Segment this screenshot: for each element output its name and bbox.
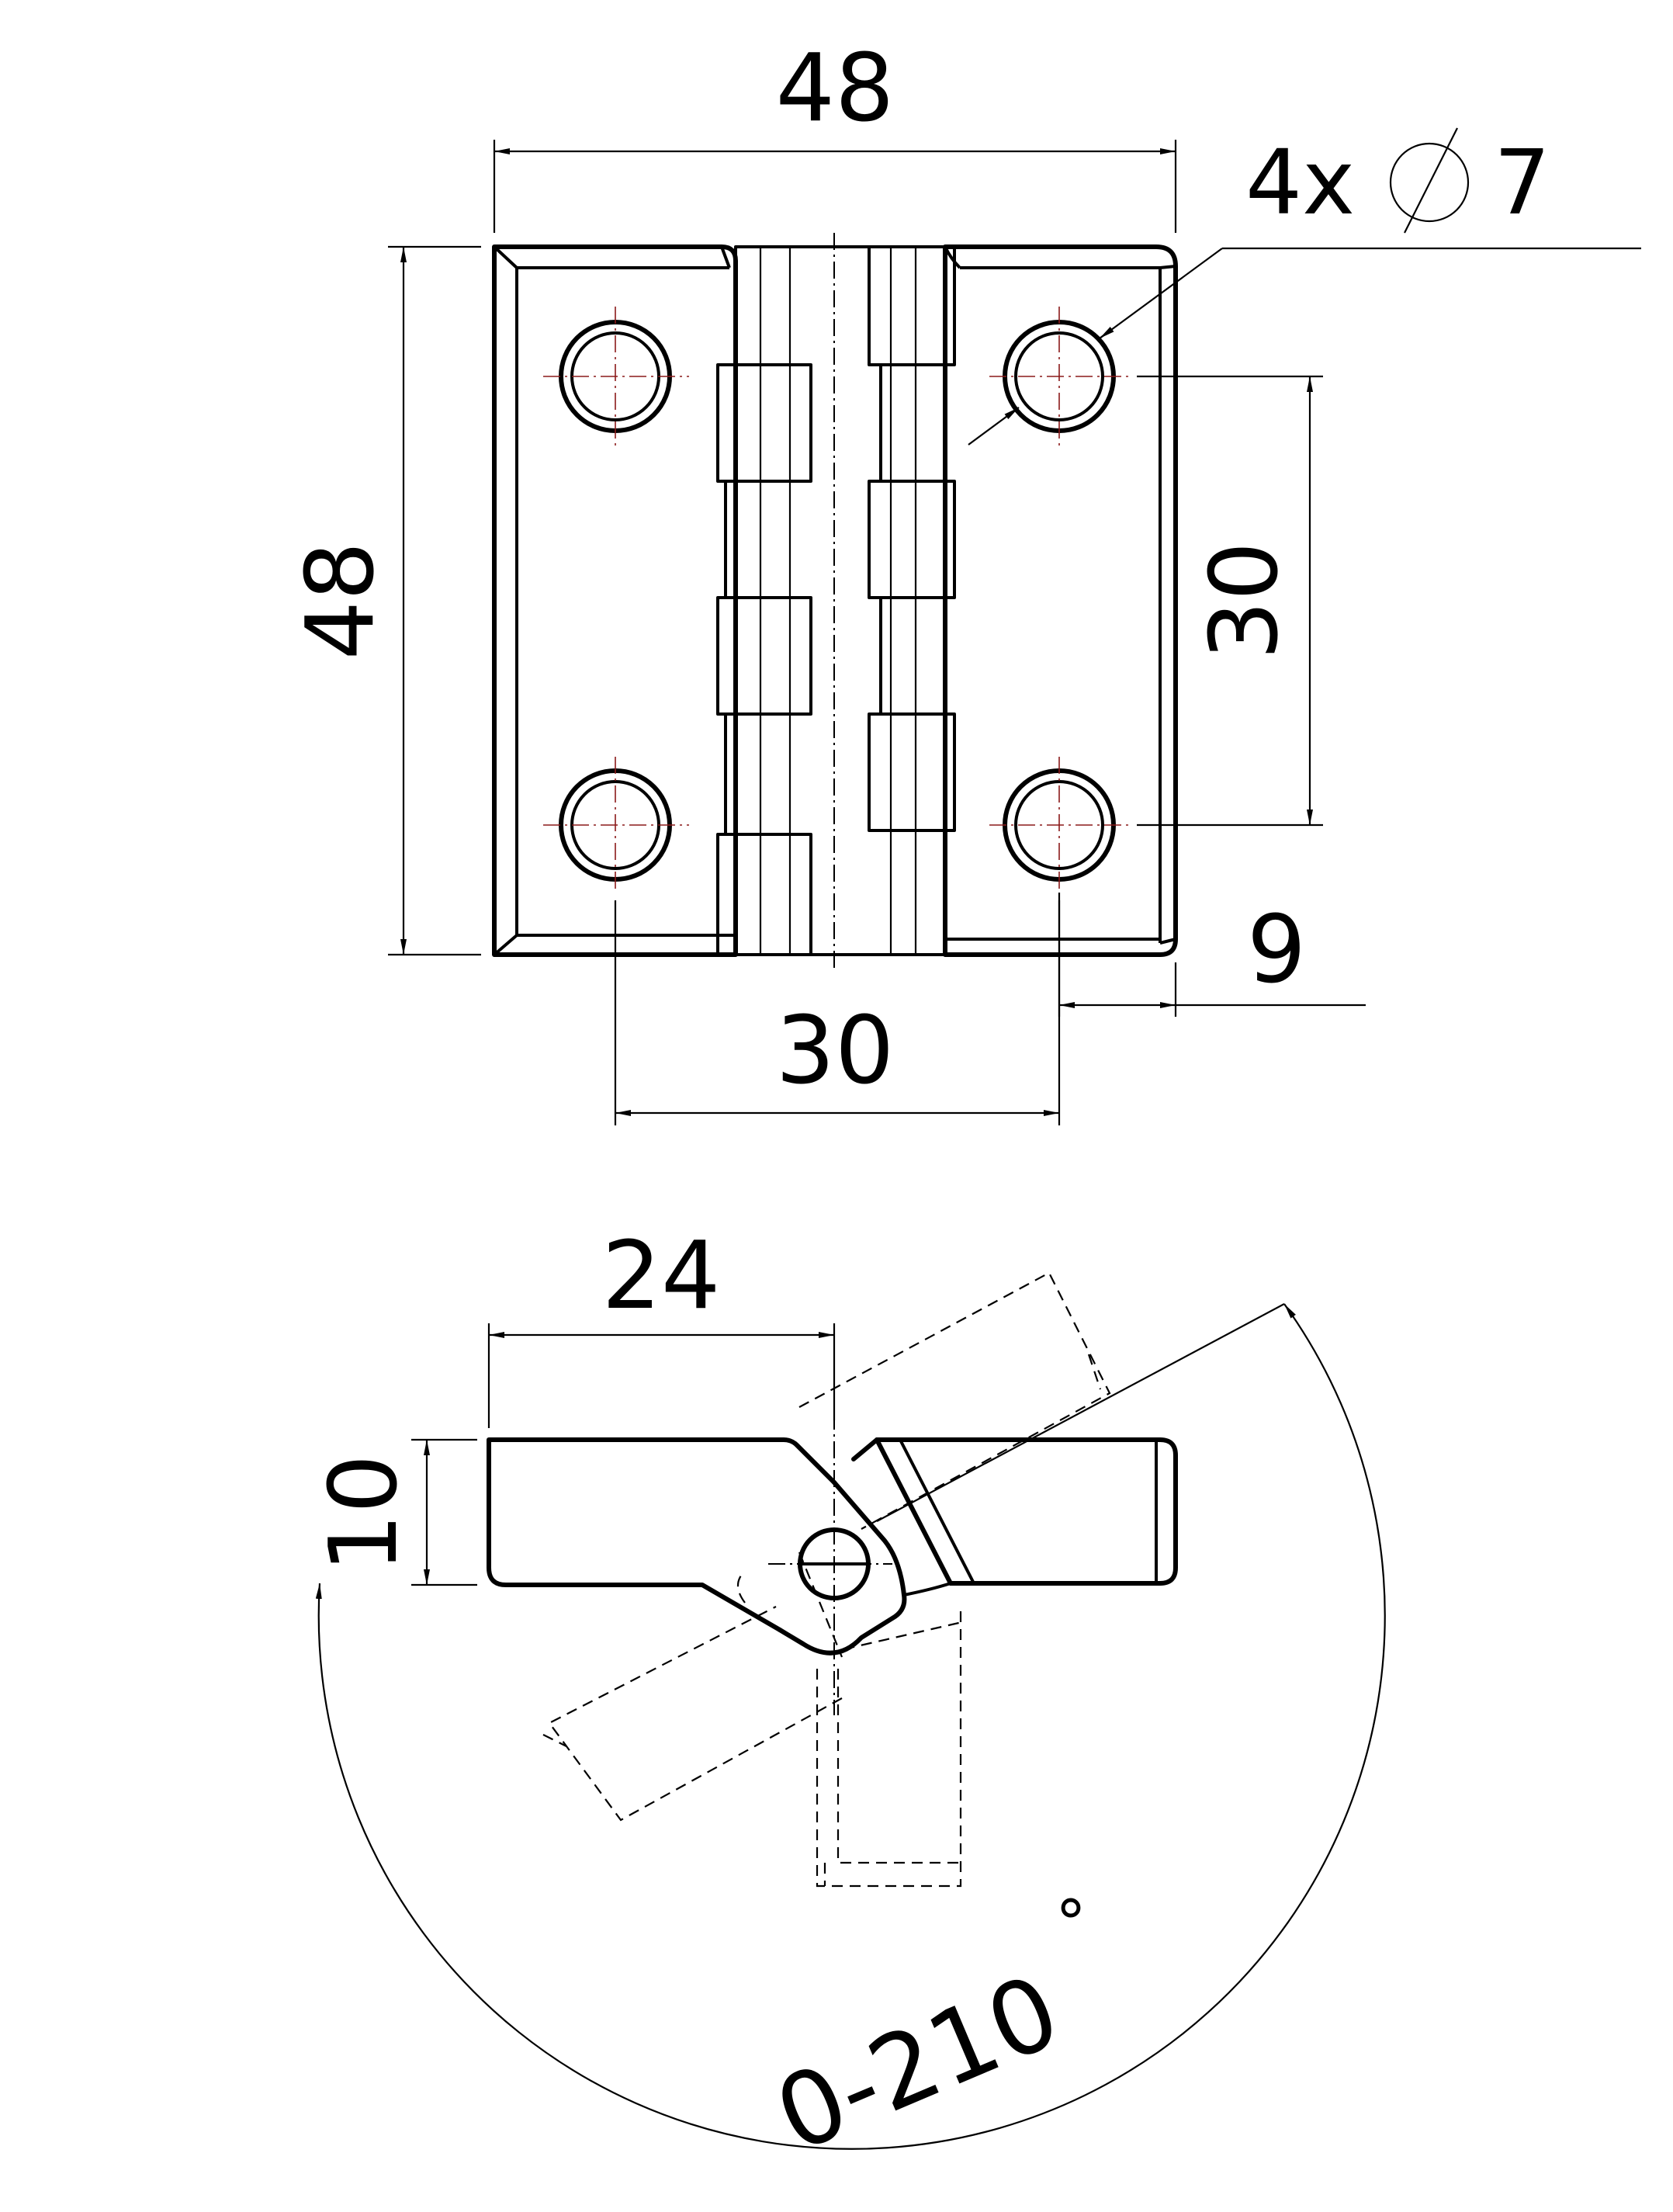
dimension-edge-offset: 9 — [1058, 893, 1366, 1017]
dimension-leaf-width: 24 — [487, 1222, 836, 1428]
rotated-position-upper — [798, 1271, 1111, 1530]
rotated-position-lower-left — [542, 1552, 843, 1822]
thickness-label: 10 — [310, 1454, 418, 1573]
dimension-hole-spacing-horizontal: 30 — [614, 900, 1061, 1125]
dimension-overall-height: 48 — [287, 245, 481, 956]
diameter-symbol-icon — [1389, 142, 1470, 223]
vertical-hole-spacing-label: 30 — [1191, 542, 1299, 660]
knuckle-barrel — [716, 245, 956, 956]
rotation-range-arc: 0-210 ° — [315, 1303, 1386, 2176]
horizontal-hole-spacing-label: 30 — [776, 997, 895, 1105]
hole-count-label: 4x — [1245, 131, 1355, 235]
overall-width-label: 48 — [776, 35, 895, 143]
dimension-hole-callout: 4x 7 — [968, 127, 1641, 446]
mounting-hole-top-right — [989, 307, 1129, 446]
rotation-range-label: 0-210 — [760, 1952, 1076, 2176]
dimension-overall-width: 48 — [493, 35, 1177, 233]
degree-symbol-label: ° — [1055, 1887, 1086, 1959]
hinge-section-open — [487, 1437, 1178, 1656]
side-view: 24 10 0-210 ° — [310, 1222, 1386, 2176]
rotated-position-down — [816, 1607, 963, 1888]
dimension-hole-spacing-vertical: 30 — [1137, 375, 1323, 827]
overall-height-label: 48 — [287, 542, 395, 660]
hinge-pin — [768, 1413, 892, 1715]
mounting-hole-bottom-right — [989, 757, 1129, 893]
edge-offset-label: 9 — [1247, 896, 1306, 1004]
dimension-thickness: 10 — [310, 1438, 477, 1586]
hole-diameter-label: 7 — [1494, 131, 1550, 235]
mounting-hole-top-left — [543, 307, 689, 446]
top-view: 48 4x 7 48 30 — [287, 35, 1641, 1125]
leaf-width-label: 24 — [602, 1222, 721, 1330]
mounting-hole-bottom-left — [543, 757, 689, 893]
